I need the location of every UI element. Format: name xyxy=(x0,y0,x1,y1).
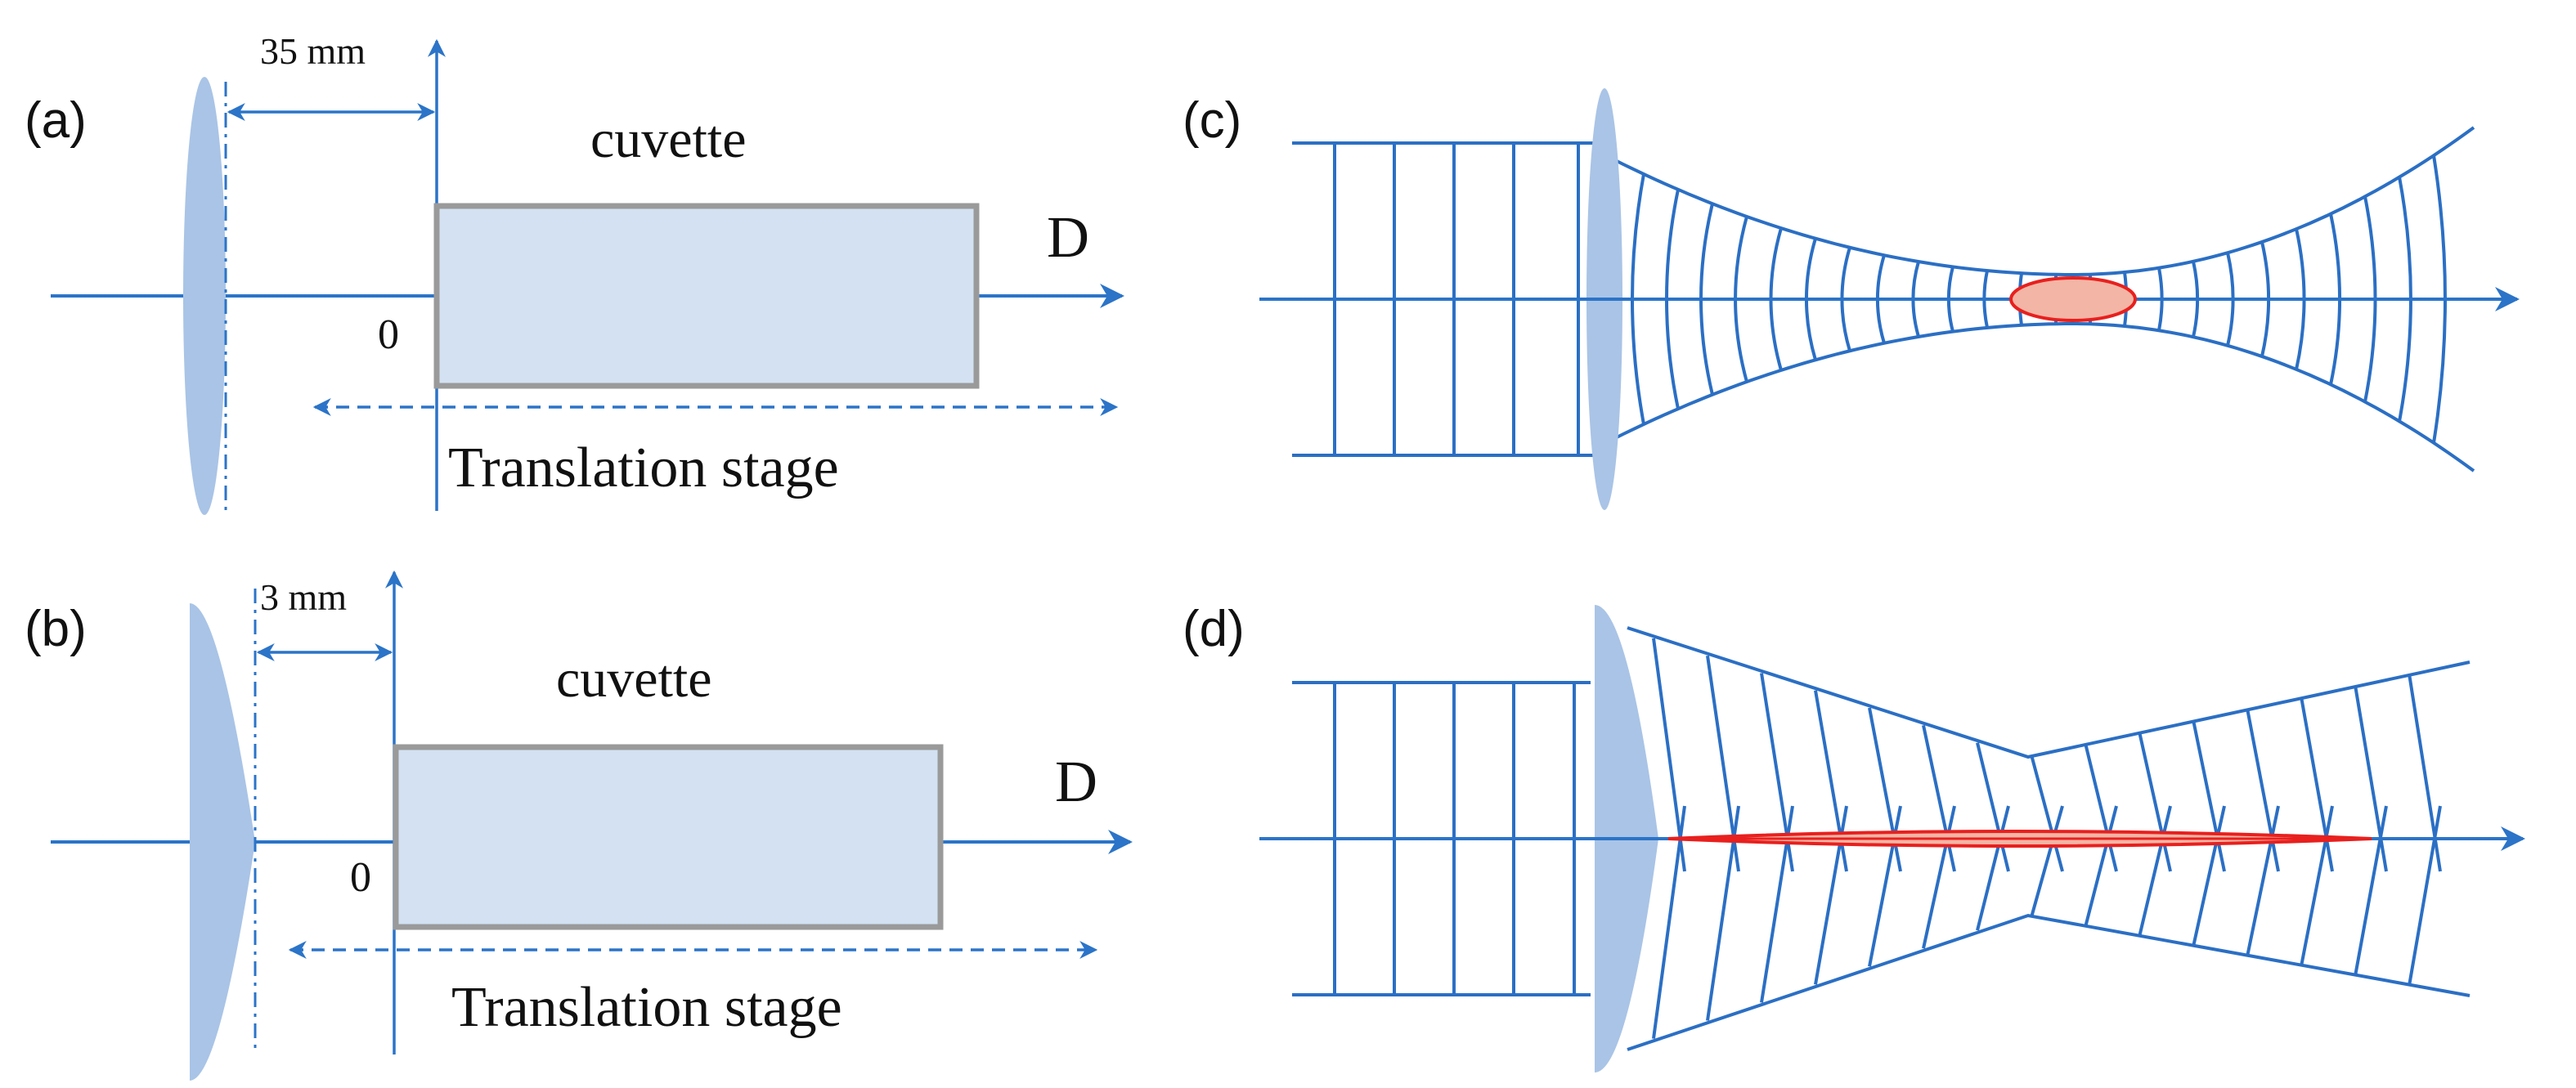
wavefront-cone-lower-d xyxy=(1922,805,1956,949)
wavefront-cone-upper-d xyxy=(2246,708,2280,872)
origin-label-b: 0 xyxy=(350,854,371,901)
wavefront-cone-upper-d xyxy=(1976,742,2010,872)
wavefront-cone-lower-d xyxy=(1976,805,2010,931)
wavefront-cone-upper-d xyxy=(2354,685,2388,872)
panel-c-label: (c) xyxy=(1183,92,1241,149)
beam-edge-bottom-d xyxy=(1627,913,2471,1051)
panel-a-label: (a) xyxy=(25,92,87,149)
wavefront-cone-upper-d xyxy=(1922,724,1956,872)
wavefront-cone-lower-d xyxy=(2300,805,2334,967)
focal-spot-c xyxy=(2009,276,2137,322)
wavefront-cone-upper-d xyxy=(2138,731,2172,872)
panel-a: (a) 35 mm cuvette D 0 Translation stage xyxy=(25,30,1124,515)
cuvette-label-b: cuvette xyxy=(556,649,712,709)
wavefront-cone-lower-d xyxy=(2192,805,2226,947)
wavefront-cone-upper-d xyxy=(2192,719,2226,872)
wavefront-cone-lower-d xyxy=(2084,805,2118,928)
cuvette-label-a: cuvette xyxy=(590,110,747,169)
axis-label-b: D xyxy=(1055,749,1097,814)
panel-d-label: (d) xyxy=(1183,601,1245,657)
lens-a xyxy=(183,77,226,515)
cuvette-b xyxy=(393,744,944,930)
wavefront-cone-lower-d xyxy=(2354,805,2388,977)
wavefront-cone-upper-d xyxy=(2300,696,2334,872)
translation-label-b: Translation stage xyxy=(451,976,842,1039)
panel-c: (c) xyxy=(1183,88,2520,510)
wavefront-cone-lower-d xyxy=(2246,805,2280,957)
wavefront-cone-lower-d xyxy=(2138,805,2172,938)
distance-label-a: 35 mm xyxy=(260,30,366,72)
beam-edge-bottom-c xyxy=(1614,322,2475,472)
wavefront-cone-lower-d xyxy=(1868,805,1902,967)
origin-label-a: 0 xyxy=(378,311,399,358)
translation-label-a: Translation stage xyxy=(448,437,839,499)
panel-d: (d) xyxy=(1183,601,2525,1072)
wavefront-cone-lower-d xyxy=(1652,805,1686,1039)
wavefront-cone-lower-d xyxy=(2408,805,2442,987)
panel-b: (b) 3 mm cuvette D 0 Translation stage xyxy=(25,570,1133,1081)
beam-edge-top-c xyxy=(1614,126,2475,276)
wavefront-cone-lower-d xyxy=(2030,805,2064,918)
beam-edge-top-d xyxy=(1627,626,2471,759)
wavefront-cone-upper-d xyxy=(2084,742,2118,872)
cuvette-a xyxy=(433,203,980,389)
wavefront-cone-upper-d xyxy=(1868,707,1902,872)
axis-label-a: D xyxy=(1047,204,1089,270)
wavefront-cone-upper-d xyxy=(2030,754,2064,872)
panel-b-label: (b) xyxy=(25,601,87,657)
axicon-b xyxy=(190,603,255,1081)
distance-label-b: 3 mm xyxy=(260,576,347,618)
